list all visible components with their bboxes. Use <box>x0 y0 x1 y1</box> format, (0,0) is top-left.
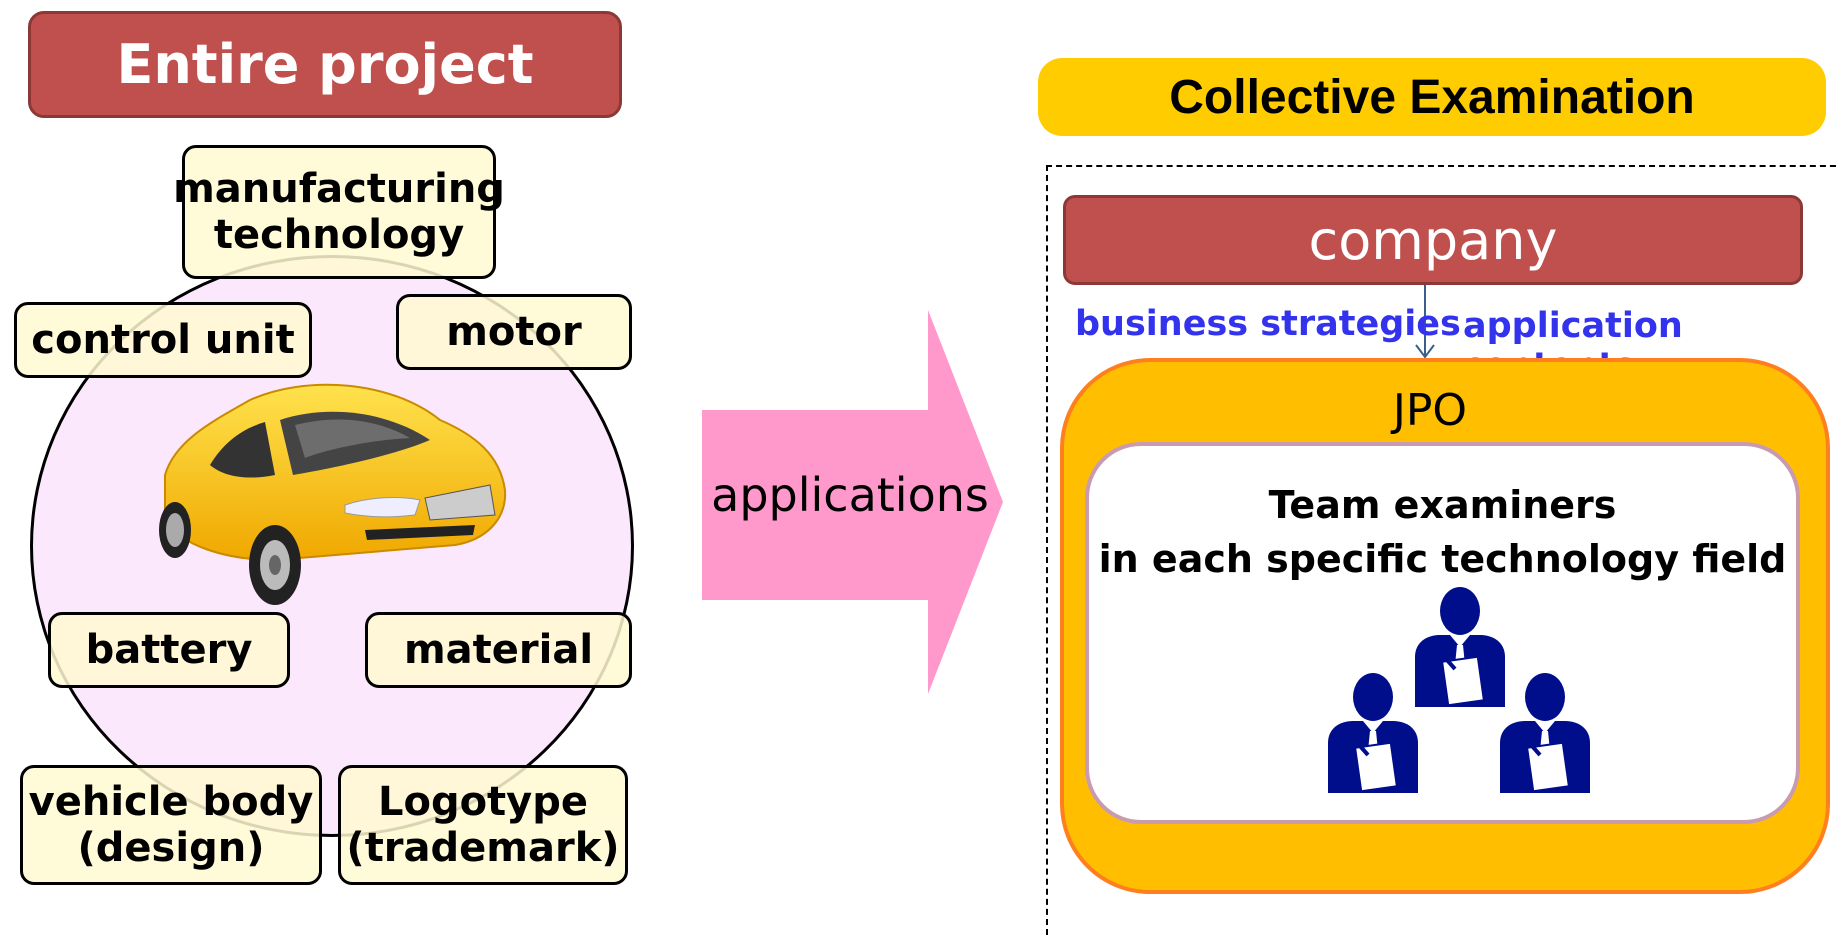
company-box: company <box>1063 195 1803 285</box>
down-arrow-icon <box>1415 285 1435 359</box>
examiner-group-icon <box>1326 585 1592 795</box>
tag-label: vehicle body <box>28 779 314 825</box>
tag-material: material <box>365 612 632 688</box>
team-line-1: Team examiners <box>1268 483 1617 527</box>
tag-label: technology <box>213 212 465 258</box>
entire-project-title: Entire project <box>28 11 622 118</box>
car-icon <box>159 383 507 605</box>
tag-battery: battery <box>48 612 290 688</box>
team-examiners-text: Team examiners in each specific technolo… <box>1085 478 1800 586</box>
tag-label: battery <box>85 627 253 673</box>
tag-vehicle-body: vehicle body (design) <box>20 765 322 885</box>
tag-control-unit: control unit <box>14 302 312 378</box>
tag-manufacturing-technology: manufacturing technology <box>173 145 505 279</box>
team-examiners-box <box>1085 442 1800 824</box>
tag-label: (design) <box>77 825 265 871</box>
tag-label: manufacturing <box>173 166 505 212</box>
tag-motor: motor <box>396 294 632 370</box>
applications-arrow <box>702 310 1003 694</box>
tag-label: motor <box>446 309 582 355</box>
tag-label: (trademark) <box>346 825 620 871</box>
team-line-2: in each specific technology field <box>1098 537 1787 581</box>
business-strategies-label: business strategies <box>1075 304 1461 344</box>
arrow-label: applications <box>711 468 989 522</box>
tag-label: Logotype <box>377 779 589 825</box>
dashed-frame <box>1046 165 1840 935</box>
tag-label: material <box>403 627 594 673</box>
tag-label: control unit <box>31 317 295 363</box>
tag-logotype: Logotype (trademark) <box>338 765 628 885</box>
jpo-label: JPO <box>1392 385 1468 436</box>
collective-examination-title: Collective Examination <box>1038 58 1826 136</box>
